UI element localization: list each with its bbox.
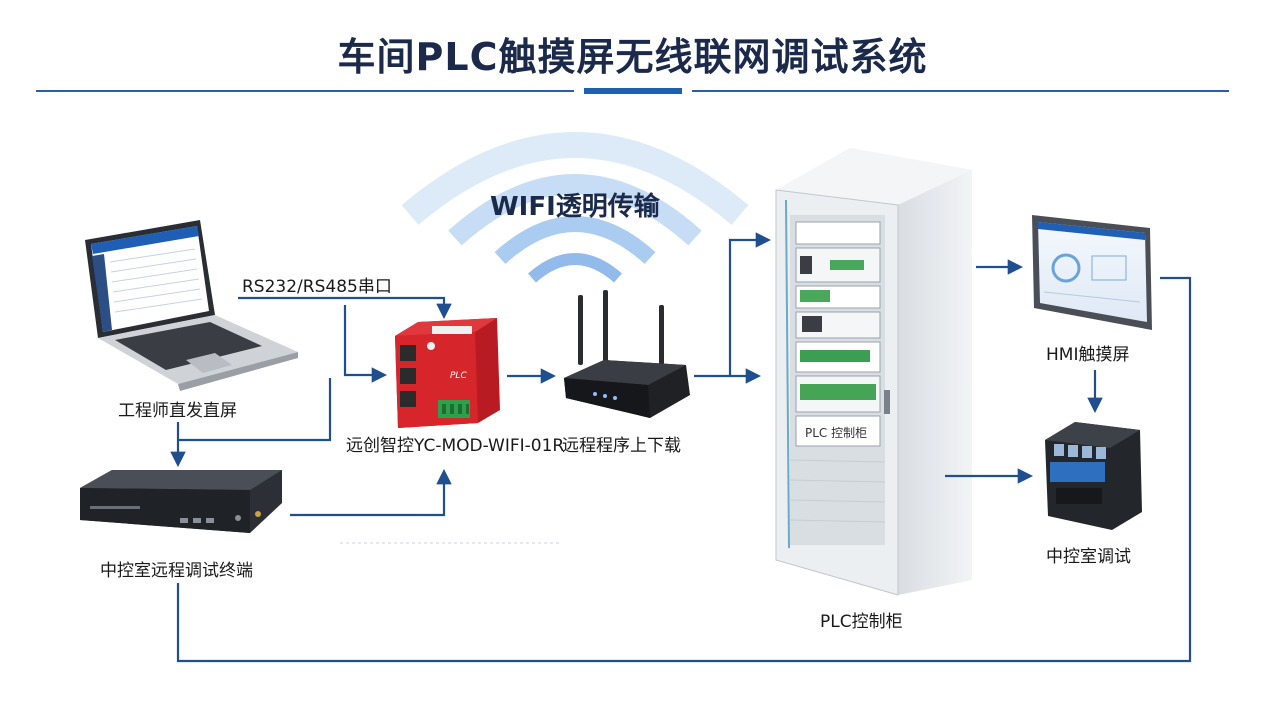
module-label: 远创智控YC-MOD-WIFI-01R bbox=[346, 436, 565, 456]
serial-arrow bbox=[238, 296, 452, 320]
hmi-screen-icon bbox=[1032, 215, 1152, 330]
terminal-label: 中控室远程调试终端 bbox=[100, 561, 253, 581]
control-room-label: 中控室调试 bbox=[1046, 547, 1131, 567]
router-cabinet-upper-arrow bbox=[728, 232, 772, 376]
engineer-branch-line bbox=[178, 378, 332, 442]
laptop-module-arrow bbox=[343, 305, 388, 383]
wifi-router-icon bbox=[564, 290, 690, 418]
terminal-module-arrow bbox=[290, 468, 452, 517]
hmi-label: HMI触摸屏 bbox=[1046, 345, 1130, 365]
cabinet-plate-text: PLC 控制柜 bbox=[805, 426, 867, 440]
wifi-signal-icon bbox=[401, 132, 749, 283]
module-brand-text: PLC bbox=[450, 371, 467, 381]
engineer-label: 工程师直发直屏 bbox=[118, 401, 237, 421]
wifi-module-icon: PLC bbox=[395, 318, 500, 428]
serial-label: RS232/RS485串口 bbox=[242, 277, 392, 297]
connection-lines bbox=[170, 232, 1192, 663]
cabinet-label: PLC控制柜 bbox=[820, 612, 903, 632]
title-rule-accent bbox=[584, 88, 682, 94]
remote-terminal-icon bbox=[80, 470, 282, 533]
plc-cabinet-icon: PLC 控制柜 bbox=[775, 148, 972, 596]
title-rule-right bbox=[692, 90, 1229, 92]
remote-download-label: 远程程序上下载 bbox=[562, 436, 681, 456]
laptop-icon bbox=[85, 220, 298, 391]
wifi-label: WIFI透明传输 bbox=[490, 192, 660, 222]
title-rule-left bbox=[36, 90, 574, 92]
contactor-icon bbox=[1045, 422, 1142, 530]
bottom-loop-line bbox=[176, 276, 1192, 663]
page-title: 车间PLC触摸屏无线联网调试系统 bbox=[337, 35, 928, 79]
